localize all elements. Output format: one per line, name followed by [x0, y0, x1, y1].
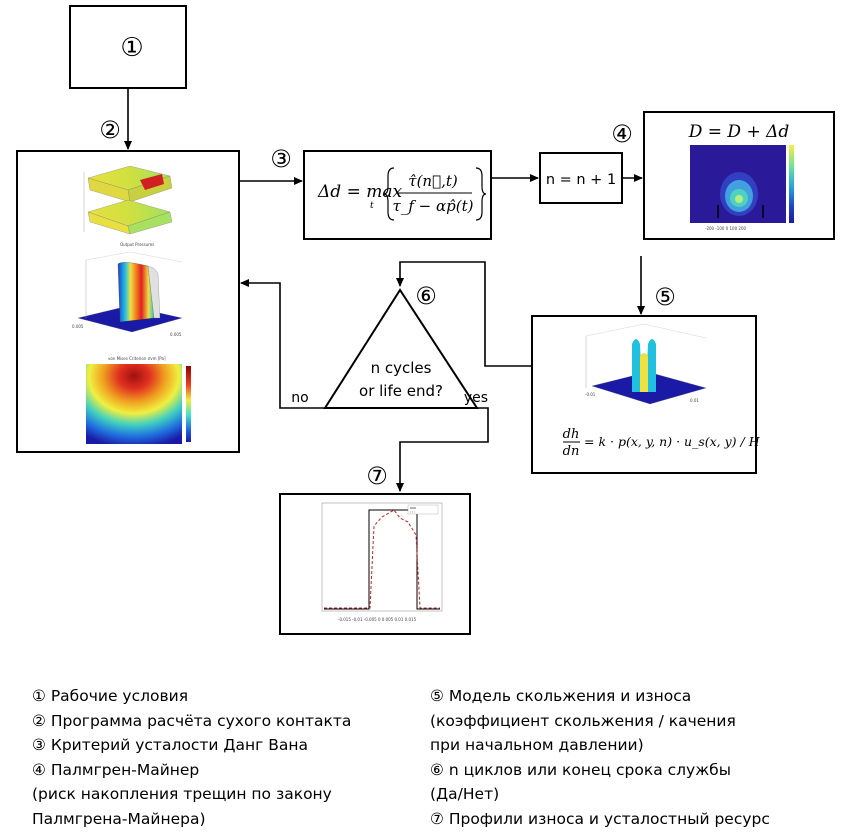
arrow-decision-no — [240, 279, 325, 409]
3d-pressure-plot-icon: 0.005 0.005 — [72, 251, 183, 337]
svg-text:-200 -100 0 100 200: -200 -100 0 100 200 — [705, 226, 747, 231]
profile-line-plot-icon: -0.015 -0.01 -0.005 0 0.005 0.01 0.015 — [321, 502, 443, 622]
formula-denominator: τ_f − αp̂(t) — [393, 197, 474, 215]
legend-item-3: ③ Критерий усталости Данг Вана — [32, 736, 308, 754]
step-7-marker: ⑦ — [366, 462, 388, 490]
box-dang-van-criterion — [303, 150, 492, 240]
arrow-decision-yes — [396, 407, 489, 492]
step-4-marker: ④ — [611, 120, 633, 148]
decision-line-1: n cycles — [371, 359, 432, 377]
3d-surface-plot-icon: Output Pressures — [83, 165, 173, 247]
svg-text:0.005: 0.005 — [170, 332, 182, 337]
svg-text:0.01: 0.01 — [690, 398, 699, 403]
svg-text:0.005: 0.005 — [72, 324, 84, 329]
wear-law-dh: dh — [563, 427, 580, 442]
formula-max-sub: t — [370, 201, 374, 211]
step-3-marker: ③ — [270, 145, 292, 173]
wear-law-rhs: = k · p(x, y, n) · u_s(x, y) / H — [584, 434, 761, 449]
decision-yes-label: yes — [464, 390, 488, 406]
jet-heatmap-icon: von Mises Criterion σvm [Pa] — [86, 356, 191, 444]
step-2-marker: ② — [99, 116, 121, 144]
svg-text:-0.01: -0.01 — [585, 392, 596, 397]
formula-damage-update: D = D + Δd — [688, 122, 790, 142]
svg-text:-0.015 -0.01 -0.005 0 0.005 0.: -0.015 -0.01 -0.005 0 0.005 0.01 0.015 — [338, 617, 417, 622]
step-6-marker: ⑥ — [415, 282, 437, 310]
legend-item-5: ⑤ Модель скольжения и износа (коэффициен… — [430, 687, 736, 754]
3d-wear-plot-icon: -0.01 0.01 — [585, 323, 707, 405]
legend: ① Рабочие условия ② Программа расчёта су… — [0, 684, 850, 834]
formula-numerator: τ̂(n⃗,t) — [408, 172, 458, 190]
svg-text:von Mises Criterion σvm [Pa]: von Mises Criterion σvm [Pa] — [108, 356, 166, 361]
legend-item-2: ② Программа расчёта сухого контакта — [32, 711, 352, 730]
wear-law-dn: dn — [563, 444, 580, 459]
step-1-marker: ① — [120, 33, 143, 63]
decision-triangle — [323, 288, 479, 409]
decision-line-2: or life end? — [359, 382, 443, 400]
decision-no-label: no — [291, 390, 308, 406]
flowchart: ① ② Output Pressures 0.005 0.005 von Mis… — [16, 5, 835, 635]
box-cycle-counter — [539, 152, 623, 204]
counter-label: n = n + 1 — [546, 172, 616, 188]
legend-item-1: ① Рабочие условия — [32, 687, 189, 705]
legend-item-6: ⑥ n циклов или конец срока службы (Да/Не… — [430, 760, 731, 804]
step-5-marker: ⑤ — [654, 283, 676, 311]
damage-contour-icon: -200 -100 0 100 200 — [690, 145, 794, 231]
legend-item-4: ④ Палмгрен-Майнер (риск накопления трещи… — [32, 760, 332, 828]
arrow-5-to-decision — [396, 261, 532, 367]
legend-left-column: ① Рабочие условия ② Программа расчёта су… — [32, 684, 402, 831]
svg-text:Output Pressures: Output Pressures — [120, 242, 154, 247]
formula-delta-d-lhs: Δd = max — [317, 182, 402, 202]
box-operating-conditions — [69, 5, 187, 89]
legend-right-column: ⑤ Модель скольжения и износа (коэффициен… — [430, 684, 830, 831]
legend-item-7: ⑦ Профили износа и усталостный ресурс — [430, 809, 770, 828]
